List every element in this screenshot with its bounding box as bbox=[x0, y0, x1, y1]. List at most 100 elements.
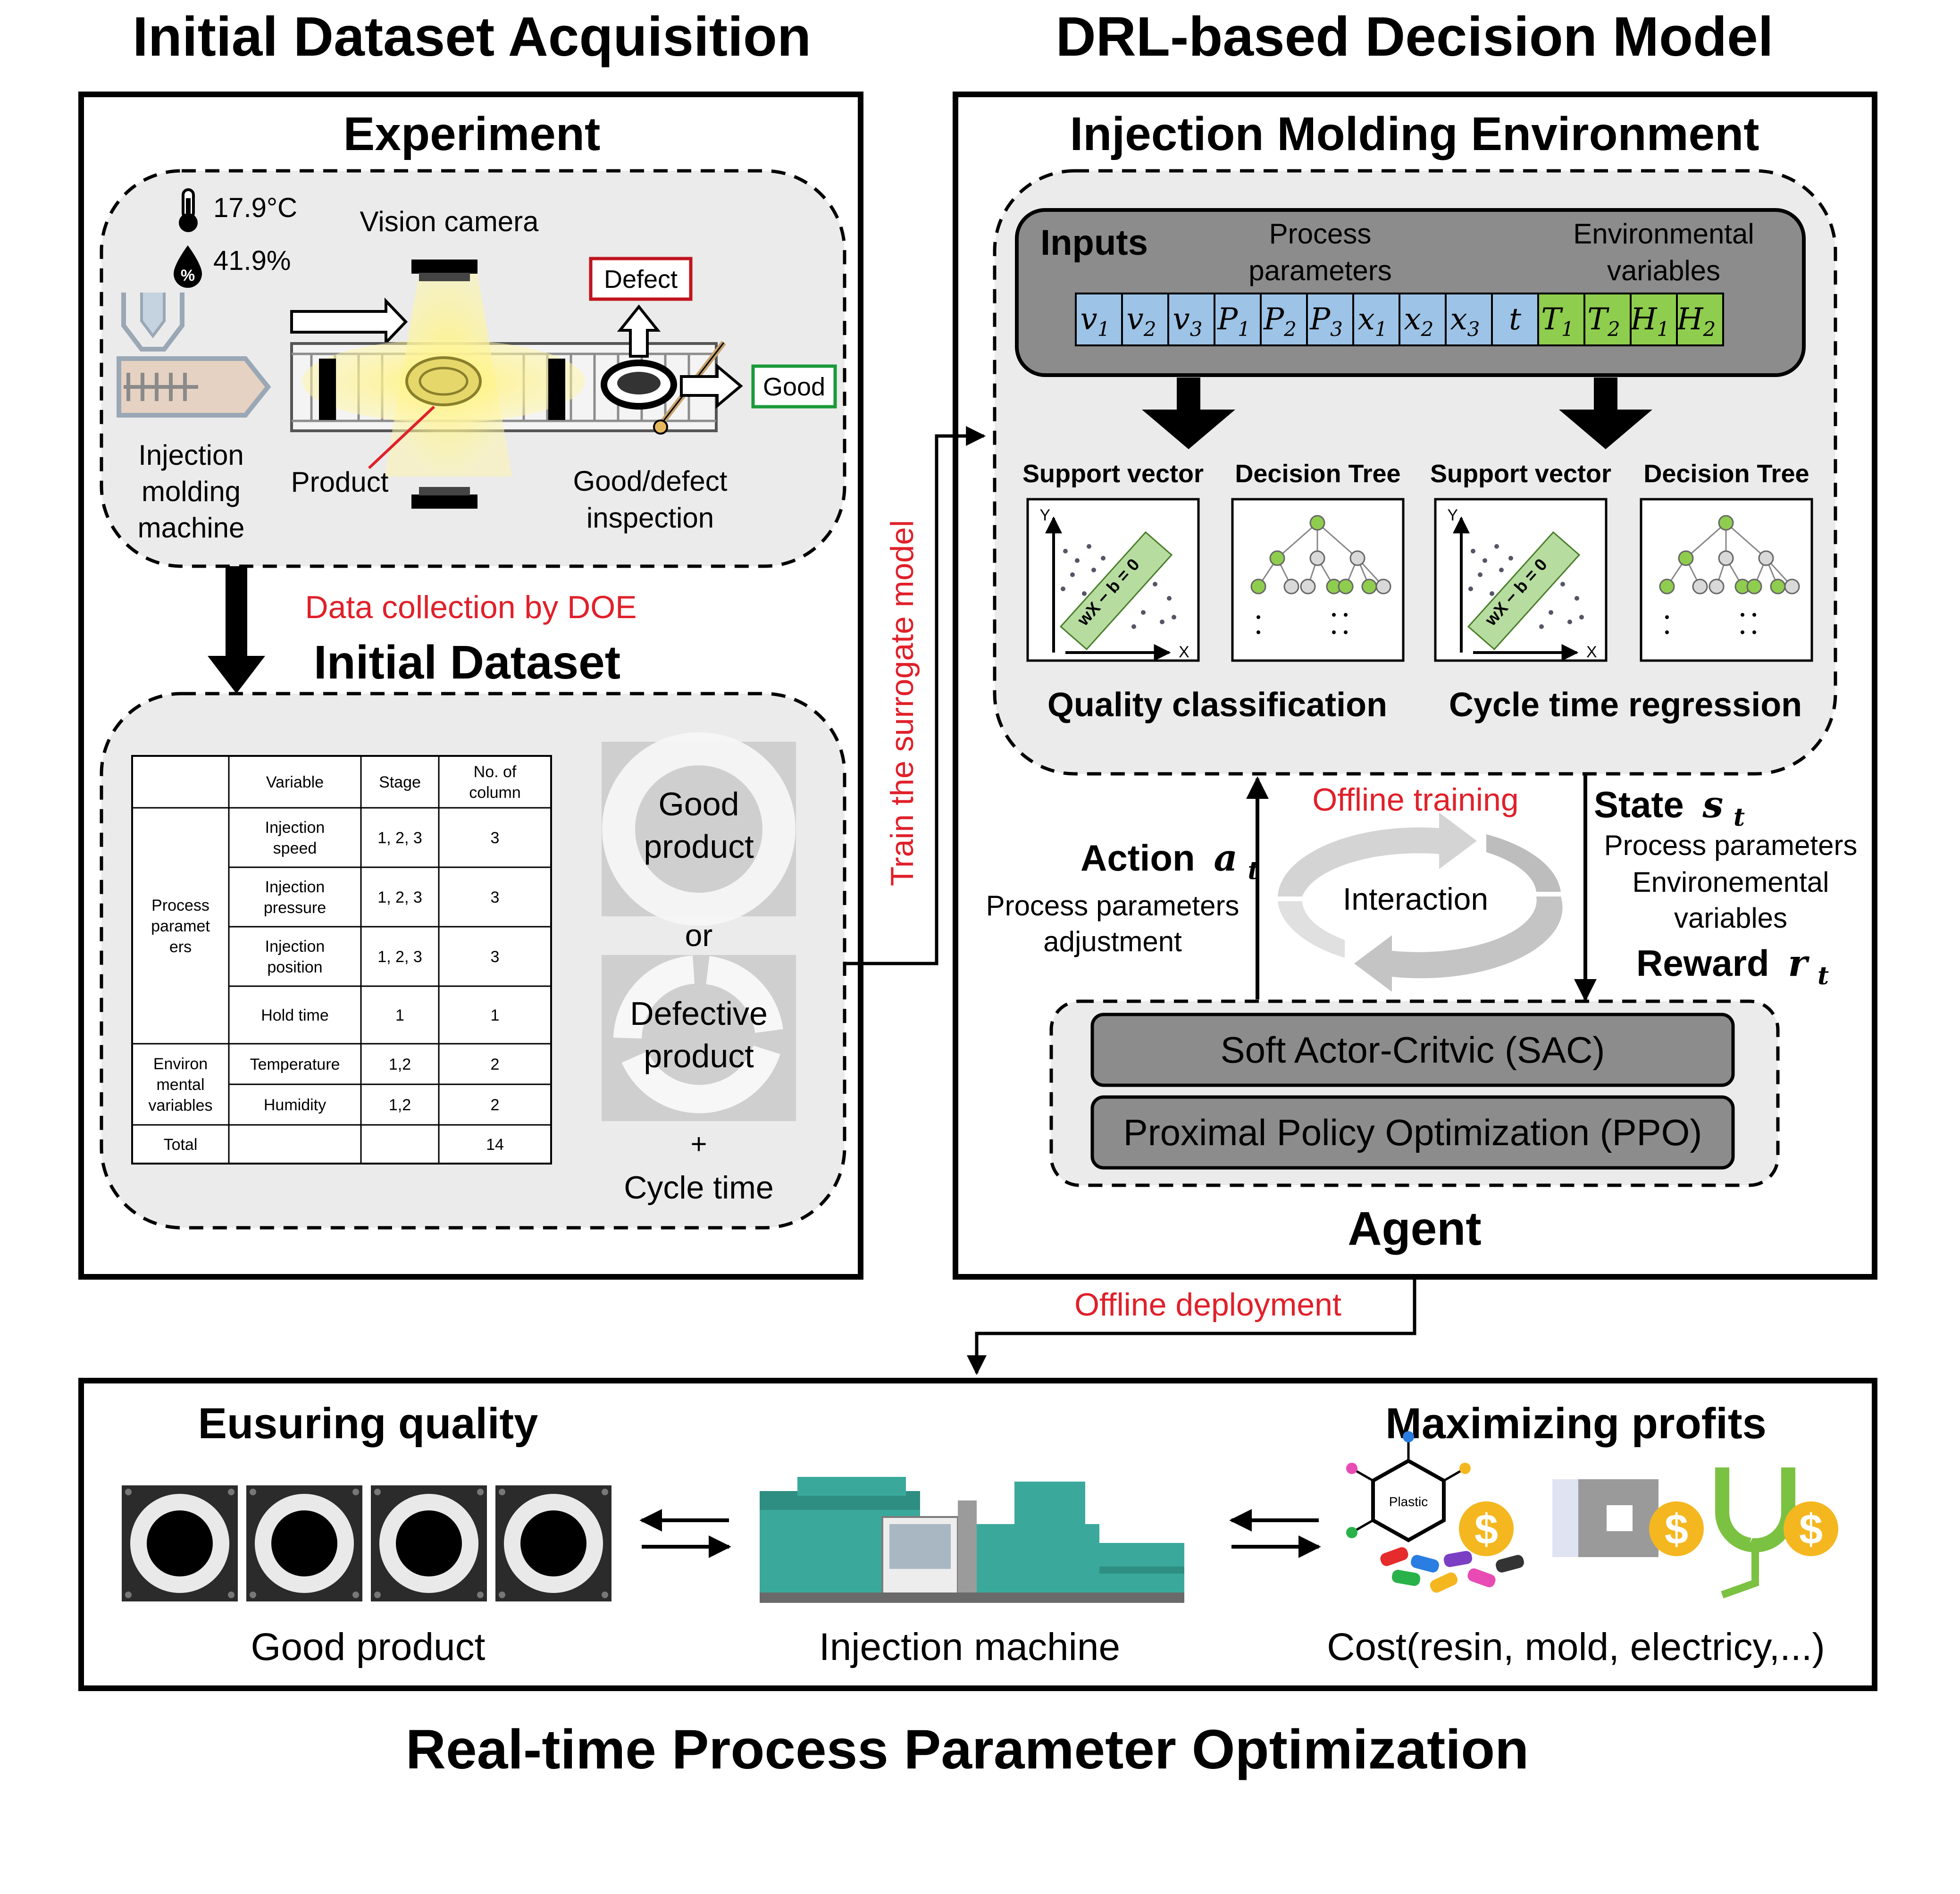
deployment-connector bbox=[967, 1277, 1416, 1375]
env-vars-label-2: variables bbox=[1607, 255, 1720, 286]
tree-node bbox=[1269, 550, 1285, 566]
humidity-value: 41.9% bbox=[213, 245, 291, 276]
humidity-icon: % bbox=[174, 245, 202, 288]
arrow-to-classification-head bbox=[1142, 410, 1235, 449]
table-cell-count: 3 bbox=[491, 888, 500, 906]
experiment-title: Experiment bbox=[343, 108, 601, 160]
good-product-label-2: product bbox=[644, 828, 754, 865]
action-label: Action bbox=[1081, 837, 1195, 879]
ppo-box bbox=[1090, 1095, 1735, 1170]
input-cell-label: H1 bbox=[1630, 302, 1670, 341]
resin-icon bbox=[1346, 1431, 1524, 1593]
agent-title: Agent bbox=[1348, 1202, 1481, 1255]
input-cell-label: T2 bbox=[1587, 302, 1620, 341]
dollar-coin-icons bbox=[1459, 1501, 1838, 1556]
bottom-panel bbox=[78, 1378, 1877, 1691]
svm-point bbox=[1468, 587, 1473, 591]
injection-machine-caption: Injection machine bbox=[819, 1626, 1120, 1668]
tree-node bbox=[1718, 515, 1734, 531]
dollar-sign-2: $ bbox=[1665, 1506, 1688, 1553]
tree-edge bbox=[1685, 522, 1726, 559]
svm-point bbox=[1478, 572, 1483, 577]
dollar-sign-1: $ bbox=[1474, 1506, 1498, 1553]
plus-label: + bbox=[690, 1128, 707, 1160]
svm-point bbox=[1499, 568, 1504, 572]
arrow-to-regression-head bbox=[1559, 410, 1652, 449]
tree-node bbox=[1283, 578, 1299, 595]
process-params-label-1: Process bbox=[1269, 218, 1372, 250]
tree-node bbox=[1692, 578, 1708, 595]
mold-icon bbox=[1552, 1479, 1658, 1557]
svm-point bbox=[1061, 587, 1065, 591]
temperature-value: 17.9°C bbox=[213, 193, 297, 223]
doe-label: Data collection by DOE bbox=[305, 589, 637, 625]
action-symbol: a bbox=[1214, 837, 1238, 880]
tree-node bbox=[1758, 550, 1774, 566]
svm-point bbox=[1471, 549, 1475, 553]
good-product-caption: Good product bbox=[251, 1626, 486, 1668]
input-cell-label: t bbox=[1509, 302, 1521, 337]
svm-point bbox=[1101, 556, 1106, 561]
table-cell-stage: 1,2 bbox=[389, 1096, 411, 1114]
tree-node bbox=[1361, 578, 1377, 595]
inspection-label-line2: inspection bbox=[586, 502, 714, 534]
defective-product-label-1: Defective bbox=[630, 995, 768, 1032]
surrogate-label: Train the surrogate model bbox=[884, 520, 920, 886]
inputs-label: Inputs bbox=[1040, 223, 1148, 263]
svm-point bbox=[1508, 556, 1513, 561]
tree-node bbox=[1375, 578, 1391, 595]
svm-point bbox=[1567, 620, 1572, 624]
tree-ellipsis-dot bbox=[1741, 613, 1744, 617]
input-cell-label: P1 bbox=[1217, 302, 1250, 341]
interaction-label: Interaction bbox=[1343, 881, 1488, 916]
ppo-label: Proximal Policy Optimization (PPO) bbox=[1123, 1112, 1702, 1153]
model-label: Decision Tree bbox=[1643, 460, 1809, 488]
bottom-section-title: Real-time Process Parameter Optimization bbox=[406, 1718, 1529, 1781]
tree-node bbox=[1338, 578, 1354, 595]
good-arrow-icon bbox=[680, 363, 743, 409]
tree-node bbox=[1746, 578, 1762, 595]
table-cell-stage: 1, 2, 3 bbox=[377, 948, 422, 966]
svm-point bbox=[1153, 582, 1157, 587]
svm-point bbox=[1560, 582, 1565, 587]
sac-box bbox=[1090, 1013, 1735, 1087]
doe-arrow-shaft bbox=[226, 566, 247, 658]
tree-node bbox=[1349, 550, 1365, 566]
table-cell-variable: Hold time bbox=[261, 1006, 329, 1024]
cost-caption: Cost(resin, mold, electricy,...) bbox=[1327, 1626, 1825, 1668]
cycle-time-regression-label: Cycle time regression bbox=[1449, 686, 1802, 724]
exchange-arrows-right-icon bbox=[1229, 1509, 1321, 1558]
tree-node bbox=[1709, 578, 1725, 595]
good-product-images bbox=[122, 1485, 611, 1601]
table-total-label: Total bbox=[164, 1136, 198, 1154]
doe-arrow-head bbox=[208, 656, 265, 694]
svm-margin-band bbox=[1467, 531, 1581, 651]
svg-text:State s t: State s t bbox=[1594, 783, 1745, 832]
thermometer-icon bbox=[179, 188, 198, 232]
input-cell bbox=[1214, 293, 1262, 346]
input-cell bbox=[1537, 293, 1585, 346]
product-icon bbox=[405, 356, 482, 406]
svm-point bbox=[1579, 615, 1584, 620]
svm-point bbox=[1490, 591, 1494, 596]
maximizing-profits-label: Maximizing profits bbox=[1385, 1400, 1767, 1448]
tree-ellipsis-dot bbox=[1665, 630, 1669, 634]
table-cell-stage: 1, 2, 3 bbox=[377, 829, 422, 847]
tree-ellipsis-dot bbox=[1256, 630, 1260, 634]
tree-ellipsis-dot bbox=[1332, 613, 1336, 617]
table-cell-variable: Temperature bbox=[250, 1056, 340, 1073]
state-desc-3: variables bbox=[1674, 902, 1787, 934]
svm-point bbox=[1087, 544, 1091, 549]
tree-ellipsis-dot bbox=[1344, 630, 1348, 634]
defective-product-label-2: product bbox=[644, 1038, 754, 1074]
tree-node bbox=[1718, 550, 1734, 566]
feed-arrow-icon bbox=[290, 297, 408, 346]
offline-training-label: Offline training bbox=[1312, 782, 1518, 818]
product-label: Product bbox=[291, 466, 389, 498]
